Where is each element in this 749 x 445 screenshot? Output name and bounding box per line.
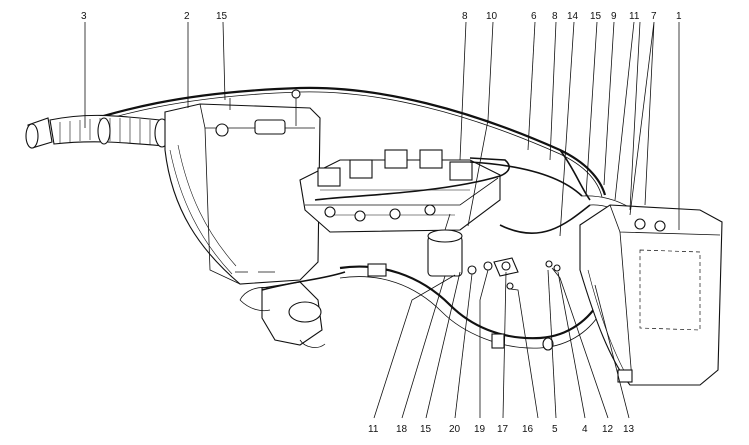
callout-3: 3 bbox=[81, 11, 87, 22]
top-callouts: 3 2 15 8 10 6 8 14 15 9 11 7 1 bbox=[81, 11, 682, 22]
callout-8: 8 bbox=[462, 11, 468, 22]
callout-16: 16 bbox=[522, 424, 534, 435]
callout-19: 19 bbox=[474, 424, 486, 435]
callout-11b: 11 bbox=[368, 424, 379, 435]
callout-7: 7 bbox=[651, 11, 657, 22]
callout-1: 1 bbox=[676, 11, 682, 22]
callout-6: 6 bbox=[531, 11, 537, 22]
callout-2: 2 bbox=[184, 11, 190, 22]
right-fuel-tank bbox=[579, 204, 723, 386]
callout-4: 4 bbox=[582, 424, 588, 435]
bottom-callouts: 11 18 15 20 19 17 16 5 4 12 13 bbox=[368, 424, 635, 435]
main-fuel-line bbox=[57, 86, 607, 198]
callout-15: 15 bbox=[216, 11, 228, 22]
callout-20: 20 bbox=[449, 424, 461, 435]
leader-lines bbox=[84, 21, 680, 419]
callout-9: 9 bbox=[611, 11, 617, 22]
callout-11: 11 bbox=[629, 11, 640, 22]
callout-13: 13 bbox=[623, 424, 635, 435]
fuel-pump bbox=[467, 257, 561, 290]
callout-17: 17 bbox=[497, 424, 509, 435]
left-fuel-tank bbox=[164, 89, 321, 285]
callout-15c: 15 bbox=[420, 424, 432, 435]
callout-18: 18 bbox=[396, 424, 408, 435]
callout-14: 14 bbox=[567, 11, 579, 22]
callout-15b: 15 bbox=[590, 11, 602, 22]
filler-hose bbox=[25, 114, 170, 149]
return-hose bbox=[339, 263, 603, 351]
callout-8b: 8 bbox=[552, 11, 558, 22]
fuel-filter bbox=[427, 213, 463, 277]
callout-10: 10 bbox=[486, 11, 498, 22]
callout-5: 5 bbox=[552, 424, 558, 435]
callout-12: 12 bbox=[602, 424, 614, 435]
electric-pump bbox=[239, 271, 346, 348]
